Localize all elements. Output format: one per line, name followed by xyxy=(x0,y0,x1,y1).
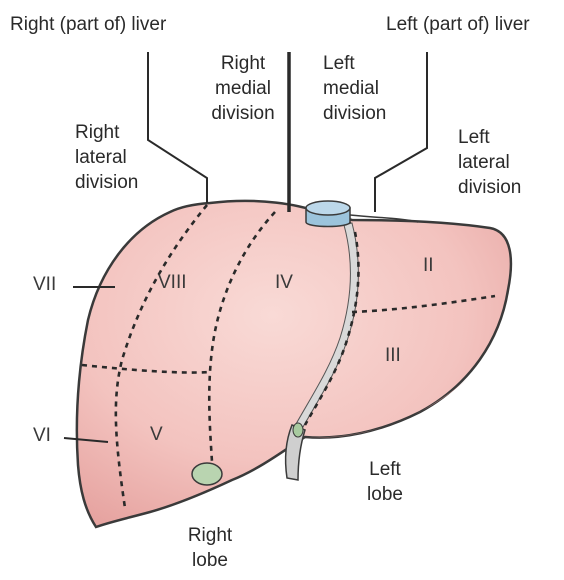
right-lateral-line-2: lateral xyxy=(75,145,138,170)
left-liver-label: Left (part of) liver xyxy=(386,12,530,37)
left-lateral-line-1: Left xyxy=(458,125,521,150)
segment-VII: VII xyxy=(33,274,56,296)
segment-II: II xyxy=(423,255,434,277)
left-medial-division-label: Left medial division xyxy=(323,51,386,126)
right-lobe-line-1: Right xyxy=(170,523,250,548)
right-lateral-line-3: division xyxy=(75,170,138,195)
left-medial-line-2: medial xyxy=(323,76,386,101)
right-lateral-line-1: Right xyxy=(75,120,138,145)
left-lobe-label: Left lobe xyxy=(350,457,420,507)
right-lobe-line-2: lobe xyxy=(170,548,250,573)
left-lateral-line-3: division xyxy=(458,175,521,200)
segment-VIII: VIII xyxy=(158,272,187,294)
segment-IV: IV xyxy=(275,272,293,294)
left-medial-line-1: Left xyxy=(323,51,386,76)
right-medial-line-2: medial xyxy=(198,76,288,101)
right-medial-division-label: Right medial division xyxy=(198,51,288,126)
left-lateral-division-label: Left lateral division xyxy=(458,125,521,200)
right-liver-label: Right (part of) liver xyxy=(10,12,166,37)
left-medial-line-3: division xyxy=(323,101,386,126)
segment-V: V xyxy=(150,424,163,446)
right-lobe-label: Right lobe xyxy=(170,523,250,573)
segment-VI: VI xyxy=(33,425,51,447)
right-medial-line-1: Right xyxy=(198,51,288,76)
right-lateral-division-label: Right lateral division xyxy=(75,120,138,195)
segment-III: III xyxy=(385,345,401,367)
gallbladder-tip xyxy=(293,423,303,437)
gallbladder xyxy=(192,463,222,485)
left-lobe-line-2: lobe xyxy=(350,482,420,507)
right-medial-line-3: division xyxy=(198,101,288,126)
left-lateral-line-2: lateral xyxy=(458,150,521,175)
left-lobe-line-1: Left xyxy=(350,457,420,482)
vena-cava-top xyxy=(306,201,350,215)
